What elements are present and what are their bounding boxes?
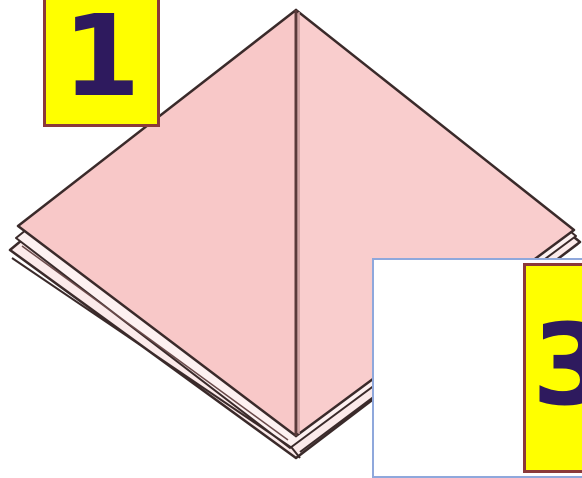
step-number-label: 3 (532, 301, 582, 431)
step-number-badge: 3 (523, 263, 582, 473)
step-number-label: 1 (63, 0, 141, 122)
step-number-badge: 1 (43, 0, 160, 127)
origami-diagram: 1 3 (0, 0, 582, 463)
